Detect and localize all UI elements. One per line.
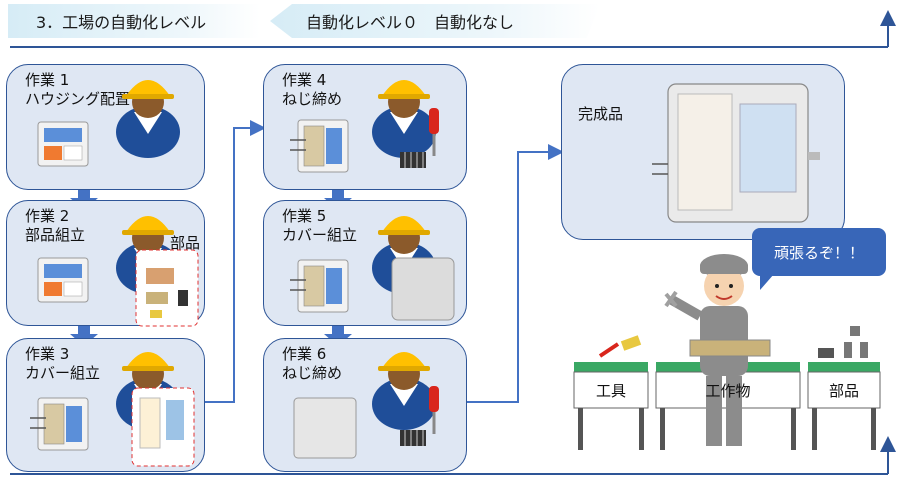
section-title-banner: 3．工場の自動化レベル [8,4,260,38]
parts-callout [135,249,199,327]
section-title: 3．工場の自動化レベル [36,13,207,32]
cover-plate [391,257,455,321]
screwdriver-icon [429,108,439,156]
pliers-icon [620,335,642,351]
workbench-tools [573,362,649,450]
worker-icon [116,80,180,158]
connector-6-to-finished [467,144,564,403]
factory-worker-illustration [664,254,748,446]
step-title: 作業 5 カバー組立 [282,207,358,244]
workpiece-image [689,339,771,357]
workbench-parts [807,362,881,450]
worker-icon [372,352,436,430]
screwdriver-icon [429,386,439,434]
covered-assembly-image [293,397,357,459]
assembly-image [29,397,89,451]
speech-text: 頑張るぞ！！ [773,243,864,262]
housing-image [37,121,89,167]
screwdriver-icon [598,342,620,358]
step-title: 作業 6 ねじ締め [282,345,343,382]
step-title: 作業 4 ねじ締め [282,71,343,108]
bench-label-workpiece: 工作物 [705,382,751,400]
parts-icon [818,348,834,358]
step-title: 作業 2 部品組立 [25,207,86,244]
screws-icon [399,429,427,447]
assembly-image [289,119,349,173]
speech-bubble: 頑張るぞ！！ [752,228,886,290]
worker-icon [372,80,436,158]
parts-label: 部品 [170,234,201,252]
level-title: 自動化レベル０ 自動化なし [306,13,515,32]
level-title-banner: 自動化レベル０ 自動化なし [270,4,600,38]
connector-3-to-4 [205,120,266,403]
housing-image [37,257,89,303]
step-title: 作業 3 カバー組立 [25,345,101,382]
assembly-image [289,259,349,313]
finished-product-title: 完成品 [578,105,624,123]
wrench-icon [664,290,678,308]
bench-label-parts: 部品 [828,382,859,400]
step-title: 作業 1 ハウジング配置 [25,71,131,108]
bench-label-tools: 工具 [595,382,626,400]
screws-icon [399,151,427,169]
